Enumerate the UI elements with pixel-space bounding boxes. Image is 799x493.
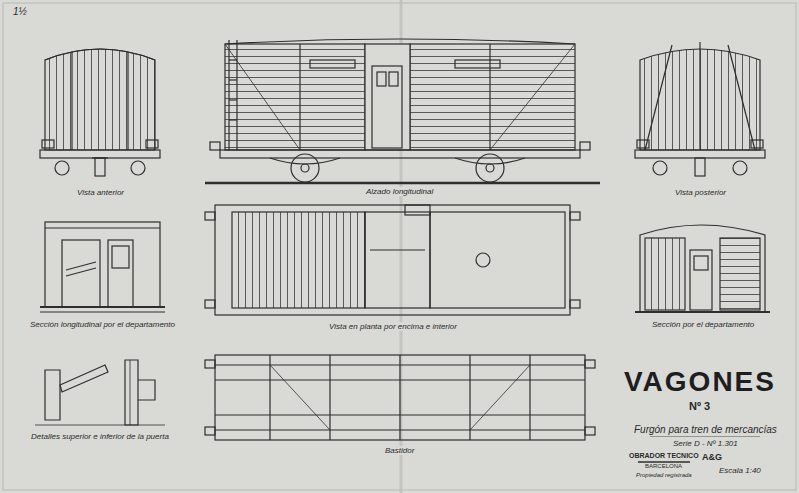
drawing-label: Propiedad registrada <box>634 472 694 479</box>
drawing-label: Vista anterior <box>75 188 126 197</box>
title: VAGONES <box>622 368 778 396</box>
drawing-label: 1½ <box>11 6 29 18</box>
drawing-label: BARCELONA <box>643 463 684 470</box>
drawing-label: Sección por el departamento <box>650 320 756 329</box>
drawing-label: Sección longitudinal por el departamento <box>28 320 177 329</box>
drawing-label: Alzado longitudinal <box>364 187 435 196</box>
drawing-label: Nº 3 <box>687 400 712 413</box>
drawing-label: Serie D - Nº 1.301 <box>671 439 740 448</box>
drawing-label: Vista en planta por encima e interior <box>327 322 459 331</box>
drawing-label: Vista posterior <box>673 188 728 197</box>
drawing-label: Furgón para tren de mercancías <box>632 424 779 436</box>
drawing-label: OBRADOR TECNICO <box>627 452 701 460</box>
drawing-label: A&G <box>700 452 724 462</box>
drawing-label: Bastidor <box>383 446 416 455</box>
drawing-label: Detalles superior e inferior de la puert… <box>29 432 171 441</box>
drawing-label: Escala 1:40 <box>717 466 763 475</box>
